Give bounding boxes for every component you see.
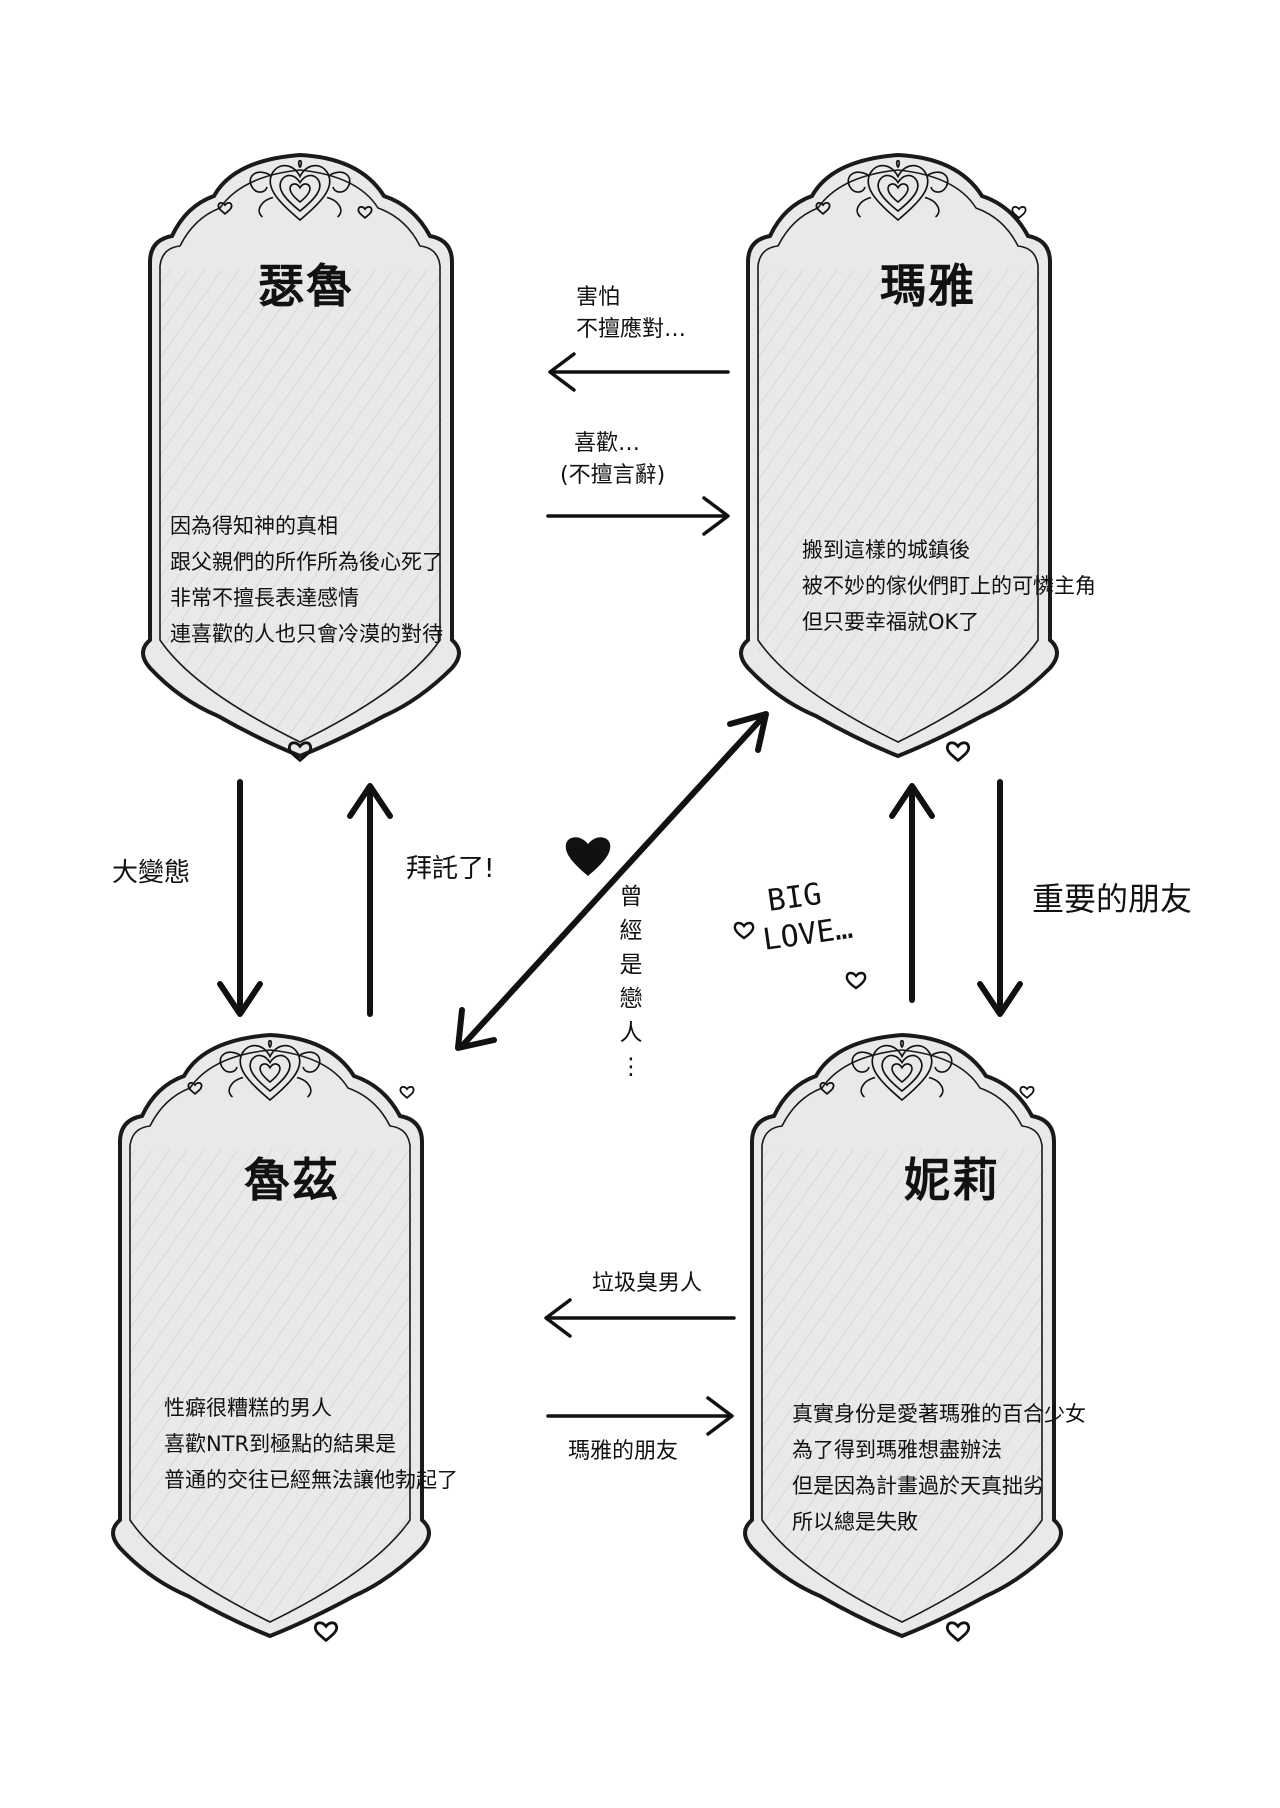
label-line: (不擅言辭) [560, 463, 666, 488]
character-description-seru: 因為得知神的真相 跟父親們的所作所為後心死了 非常不擅長表達感情 連喜歡的人也只… [170, 508, 443, 652]
character-description-nili: 真實身份是愛著瑪雅的百合少女 為了得到瑪雅想盡辦法 但是因為計畫過於天真拙劣 所… [792, 1396, 1086, 1540]
character-name-seru: 瑟魯 [258, 259, 354, 313]
arrow-nili-to-maya [889, 783, 935, 1003]
heart-icon [945, 741, 971, 762]
description-line: 跟父親們的所作所為後心死了 [170, 550, 443, 574]
description-line: 但只要幸福就OK了 [802, 610, 980, 634]
character-description-maya: 搬到這樣的城鎮後 被不妙的傢伙們盯上的可憐主角 但只要幸福就OK了 [802, 532, 1096, 640]
vertical-glyph: 經 [619, 918, 643, 944]
vertical-glyph: 曾 [619, 884, 643, 910]
heart-icon [565, 837, 611, 876]
character-name-nili: 妮莉 [904, 1153, 1000, 1207]
arrow-ruz-to-nili [546, 1396, 734, 1436]
vertical-glyph: 人 [619, 1020, 643, 1046]
heart-icon [1019, 1086, 1035, 1099]
heart-icon [945, 1621, 971, 1642]
arrow-maya-to-seru [548, 352, 730, 392]
description-line: 喜歡NTR到極點的結果是 [164, 1432, 397, 1456]
frame-nili [743, 1032, 1063, 1642]
label-nili-to-ruz: 垃圾臭男人 [592, 1271, 703, 1296]
description-line: 但是因為計畫過於天真拙劣 [792, 1474, 1044, 1498]
description-line: 普通的交往已經無法讓他勃起了 [164, 1468, 458, 1492]
frame-maya [739, 152, 1059, 762]
vertical-glyph: 戀 [619, 986, 643, 1012]
label-maya-ruz-former: 曾經是戀人 ⋮ [616, 880, 646, 1084]
frame-ruz [111, 1032, 431, 1642]
heart-icon [313, 1621, 339, 1642]
arrow-maya-to-nili [977, 779, 1023, 1017]
character-name-ruz: 魯茲 [244, 1153, 340, 1207]
description-line: 所以總是失敗 [792, 1510, 918, 1534]
frame-seru [141, 152, 461, 762]
description-line: 為了得到瑪雅想盡辦法 [792, 1438, 1002, 1462]
description-line: 性癖很糟糕的男人 [164, 1396, 332, 1420]
label-big-love: BIG LOVE… [755, 872, 855, 960]
label-seru-to-ruz: 大變態 [112, 858, 191, 888]
label-ruz-to-seru: 拜託了! [406, 854, 495, 884]
arrow-ruz-to-seru [347, 783, 393, 1017]
description-line: 連喜歡的人也只會冷漠的對待 [170, 622, 443, 646]
heart-icon [399, 1086, 415, 1099]
character-name-maya: 瑪雅 [880, 259, 976, 313]
label-maya-to-seru: 害怕 不擅應對… [576, 282, 686, 346]
label-line: 害怕 [576, 285, 621, 310]
arrow-nili-to-ruz [544, 1298, 736, 1338]
heart-icon [845, 971, 867, 990]
arrow-seru-to-ruz [217, 779, 263, 1017]
arrow-maya-ruz-diagonal [455, 711, 769, 1051]
vertical-glyph: 是 [619, 952, 643, 978]
description-line: 被不妙的傢伙們盯上的可憐主角 [802, 574, 1096, 598]
label-seru-to-maya: 喜歡… (不擅言辭) [560, 428, 665, 492]
character-description-ruz: 性癖很糟糕的男人 喜歡NTR到極點的結果是 普通的交往已經無法讓他勃起了 [164, 1390, 458, 1498]
vertical-glyph: ⋮ [619, 1054, 643, 1080]
description-line: 搬到這樣的城鎮後 [802, 538, 970, 562]
arrow-seru-to-maya [546, 496, 730, 536]
label-ruz-to-nili: 瑪雅的朋友 [568, 1439, 679, 1464]
label-line: 喜歡… [574, 431, 641, 456]
label-nili-maya-friend: 重要的朋友 [1032, 880, 1193, 918]
description-line: 因為得知神的真相 [170, 514, 338, 538]
description-line: 真實身份是愛著瑪雅的百合少女 [792, 1402, 1086, 1426]
heart-icon [733, 921, 755, 940]
description-line: 非常不擅長表達感情 [170, 586, 359, 610]
label-line: 不擅應對… [576, 317, 687, 342]
